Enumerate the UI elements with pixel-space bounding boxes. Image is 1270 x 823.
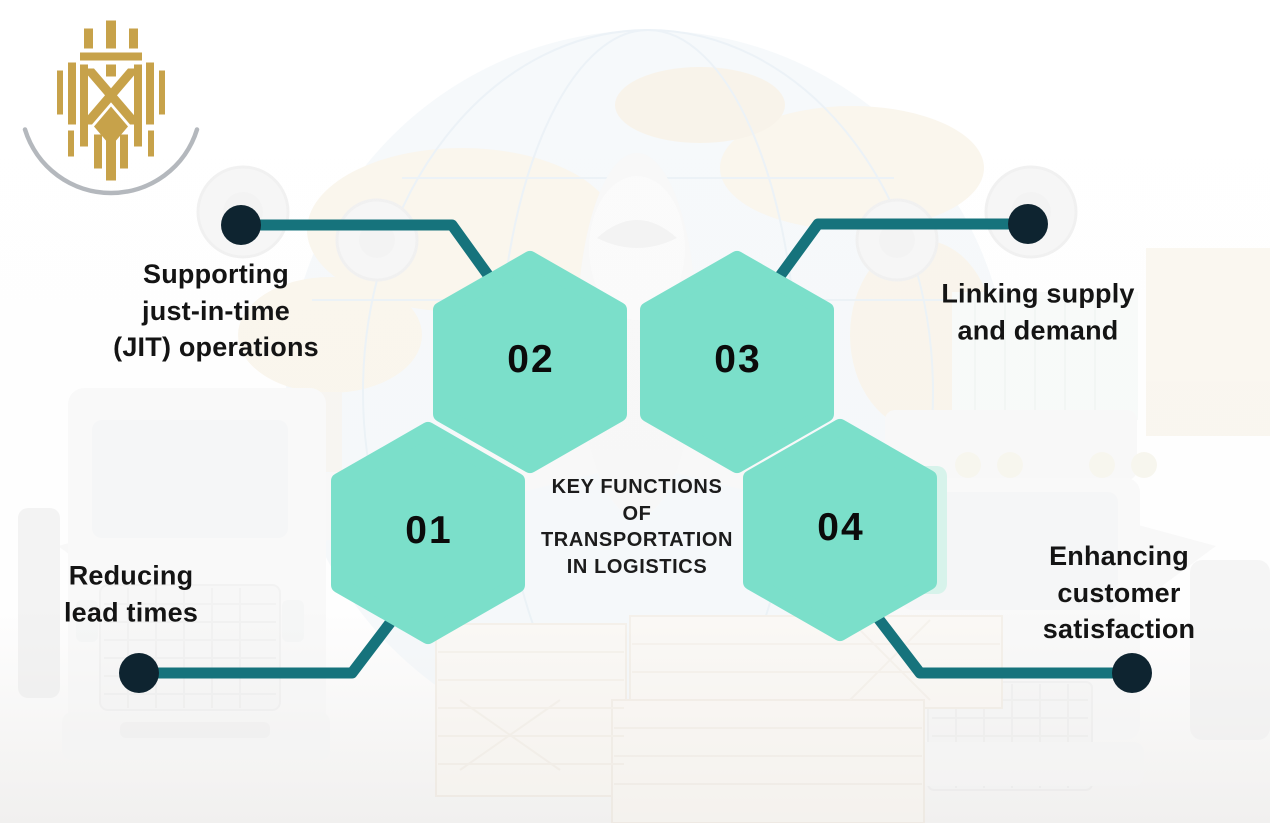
hexagon-01-number: 01 (405, 509, 453, 553)
truck-left-illustration (18, 388, 342, 760)
connector-bottom-right (862, 599, 1138, 679)
hexagon-03 (640, 251, 834, 473)
crown-emblem-icon (57, 20, 165, 181)
brand-logo (22, 20, 200, 196)
diagram-title: KEY FUNCTIONS OF TRANSPORTATION IN LOGIS… (540, 475, 734, 578)
label-reducing-lead-times: Reducing lead times (63, 560, 199, 627)
label-supporting-jit-operations: Supporting just-in-time (JIT) operations (113, 258, 319, 363)
hexagon-04-number: 04 (817, 506, 865, 550)
node-dot-top-left (221, 205, 261, 245)
crates-illustration (435, 615, 1003, 823)
label-linking-supply-demand: Linking supply and demand (941, 278, 1135, 345)
node-dot-bottom-left (119, 653, 159, 693)
hexagon-04 (743, 419, 937, 641)
label-enhancing-customer-satisfaction: Enhancing customer satisfaction (1042, 540, 1196, 645)
hexagon-01 (331, 422, 525, 644)
node-dot-bottom-right (1112, 653, 1152, 693)
connector-top-right (758, 218, 1034, 304)
hexagon-02-number: 02 (507, 338, 555, 382)
hexagon-02 (433, 251, 627, 473)
logo-arc (22, 127, 200, 196)
hexagon-03-number: 03 (714, 338, 762, 382)
node-dot-top-right (1008, 204, 1048, 244)
connector-bottom-left (133, 596, 412, 679)
